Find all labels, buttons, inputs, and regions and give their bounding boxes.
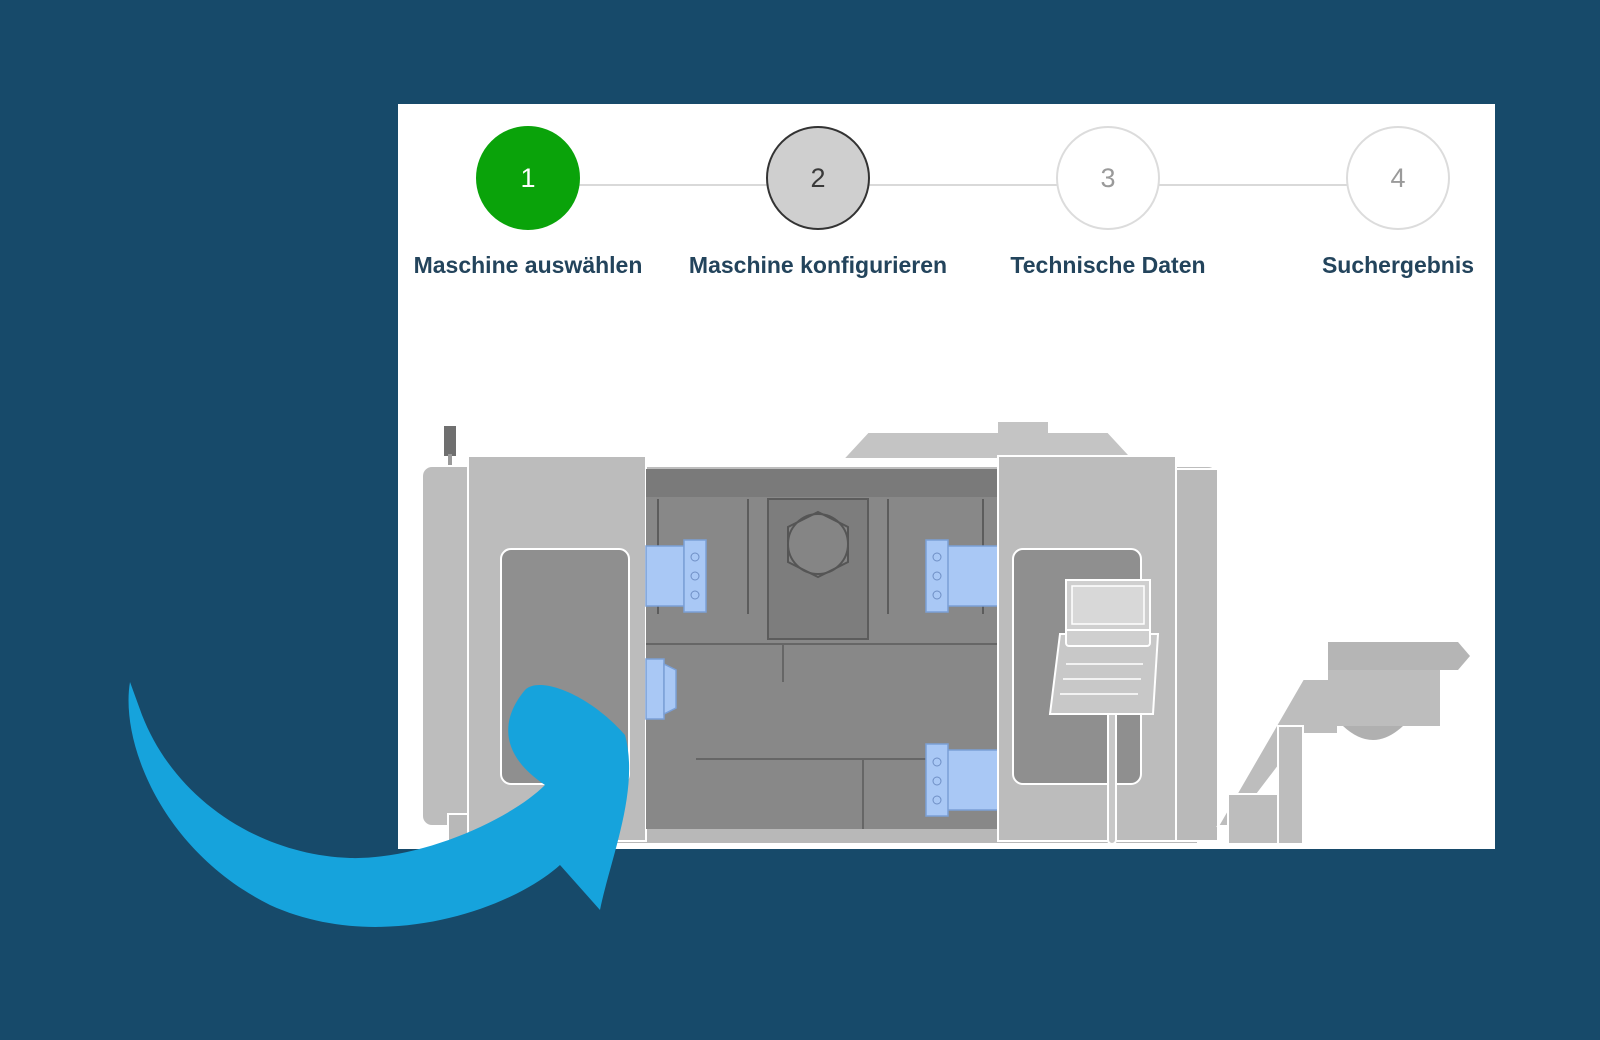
step-1[interactable]: 1 Maschine auswählen [398, 126, 658, 279]
step-3-circle[interactable]: 3 [1056, 126, 1160, 230]
tool-holder-top-right [925, 539, 999, 613]
tool-holder-top-left [645, 539, 707, 613]
step-1-circle[interactable]: 1 [476, 126, 580, 230]
step-3-label: Technische Daten [1010, 252, 1206, 278]
step-4-label: Suchergebnis [1321, 252, 1475, 278]
work-area-top [646, 469, 998, 497]
step-4-circle[interactable]: 4 [1346, 126, 1450, 230]
turret-ring [787, 513, 849, 575]
control-panel [1048, 579, 1160, 845]
step-2-label: Maschine konfigurieren [688, 252, 948, 278]
machine-top-vent [998, 422, 1048, 434]
step-1-number: 1 [520, 162, 536, 193]
machine-top-cover [840, 431, 1136, 460]
step-connector [818, 184, 1108, 186]
tool-holder-bottom-right [925, 743, 999, 817]
right-cabinet [1175, 468, 1219, 842]
step-4[interactable]: 4 Suchergebnis [1268, 126, 1495, 279]
step-3-number: 3 [1100, 162, 1116, 193]
step-2[interactable]: 2 Maschine konfigurieren [688, 126, 948, 279]
step-3[interactable]: 3 Technische Daten [978, 126, 1238, 279]
spindle-chuck [645, 658, 677, 720]
signal-lamp-pole [448, 454, 452, 468]
curved-arrow-icon [128, 682, 630, 927]
turret-head [787, 510, 849, 579]
progress-stepper: 1 Maschine auswählen 2 Maschine konfigur… [398, 104, 1495, 304]
chip-conveyor [1216, 642, 1470, 845]
step-4-number: 4 [1390, 162, 1406, 193]
signal-lamp [444, 426, 456, 456]
step-2-circle[interactable]: 2 [766, 126, 870, 230]
step-connector [1108, 184, 1398, 186]
step-2-number: 2 [810, 162, 826, 193]
step-connector [528, 184, 818, 186]
step-1-label: Maschine auswählen [413, 252, 643, 278]
